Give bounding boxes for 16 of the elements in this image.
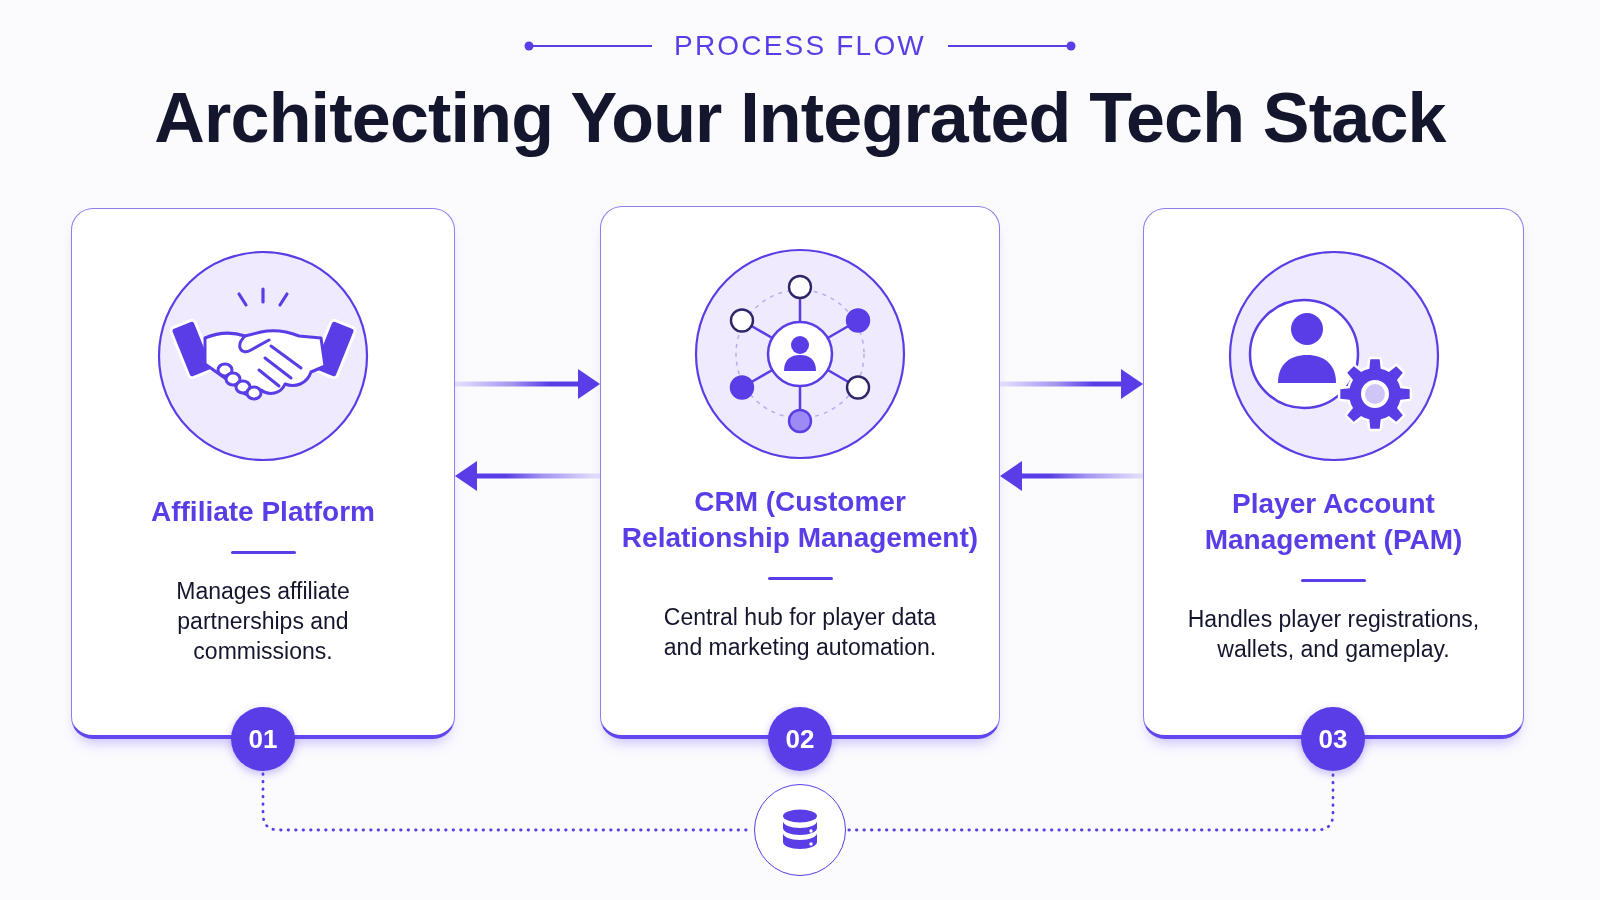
arrow (455, 369, 600, 399)
eyebrow-label: PROCESS FLOW (674, 30, 926, 62)
arrow (455, 461, 600, 491)
card-title: Player Account Management (PAM) (1203, 487, 1464, 557)
arrow (1000, 461, 1143, 491)
card-description: Central hub for player data and marketing automation. (662, 603, 938, 662)
card-description: Handles player registrations, wallets, and gameplay. (1186, 605, 1481, 664)
connector-line (847, 772, 1335, 832)
step-number: 01 (231, 707, 295, 771)
step-number: 03 (1301, 707, 1365, 771)
step-number: 02 (768, 707, 832, 771)
card-description: Manages affiliate partnerships and commissions. (175, 577, 351, 666)
card-title: Affiliate Platform (151, 495, 375, 529)
card-title: CRM (Customer Relationship Management) (620, 485, 980, 555)
page-title: Architecting Your Integrated Tech Stack (154, 78, 1446, 158)
arrow (1000, 369, 1143, 399)
